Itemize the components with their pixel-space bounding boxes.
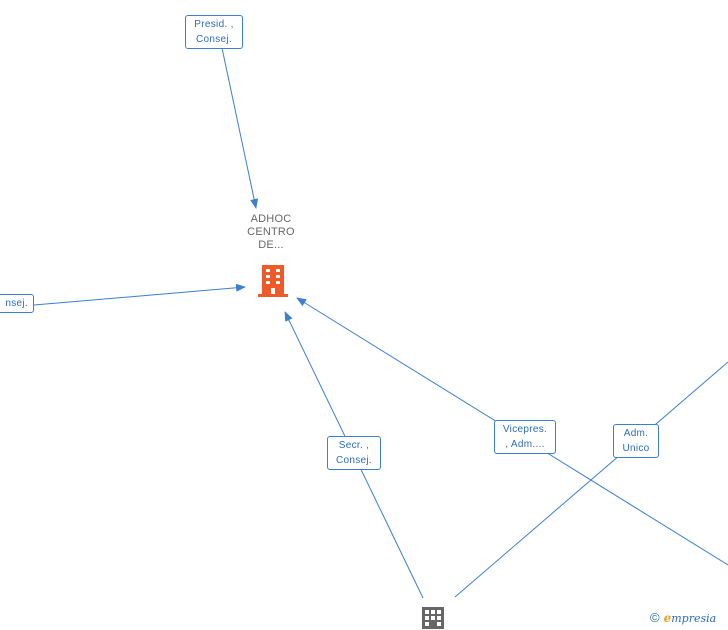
building-icon[interactable]: [421, 606, 445, 630]
brand-e: e: [663, 611, 672, 625]
central-node-name-line: CENTRO: [247, 226, 295, 238]
edge-label-line: , Adm....: [505, 439, 545, 450]
central-node-name[interactable]: ADHOC CENTRO DE...: [236, 213, 306, 252]
edge-label-line: Presid. ,: [194, 19, 234, 30]
edge-label-line: Consej.: [335, 455, 372, 466]
central-node-name-line: DE...: [258, 239, 284, 251]
central-node-name-line: ADHOC: [250, 213, 292, 225]
edge-presid: [221, 47, 259, 209]
edge-consej-left: [33, 283, 246, 306]
empresia-logo: ©empresia: [650, 610, 716, 625]
edge-label-line: Unico: [622, 443, 650, 454]
edge-label-line: Adm.: [623, 428, 649, 439]
building-icon[interactable]: [257, 264, 289, 298]
brand-rest: mpresia: [671, 612, 717, 625]
edge-label-consej-left[interactable]: nsej.: [0, 294, 34, 313]
edge-label-line: Consej.: [195, 34, 232, 45]
edge-label-presid[interactable]: Presid. , Consej.: [185, 15, 243, 49]
edge-label-secr[interactable]: Secr. , Consej.: [327, 436, 381, 470]
edge-label-line: nsej.: [5, 298, 28, 309]
edge-label-line: Secr. ,: [338, 440, 370, 451]
edge-label-vicepres[interactable]: Vicepres. , Adm....: [494, 420, 556, 454]
edge-adm-unico: [454, 361, 728, 598]
edge-label-line: Vicepres.: [502, 424, 548, 435]
copyright-icon: ©: [650, 610, 660, 625]
edge-label-adm-unico[interactable]: Adm. Unico: [613, 424, 659, 458]
